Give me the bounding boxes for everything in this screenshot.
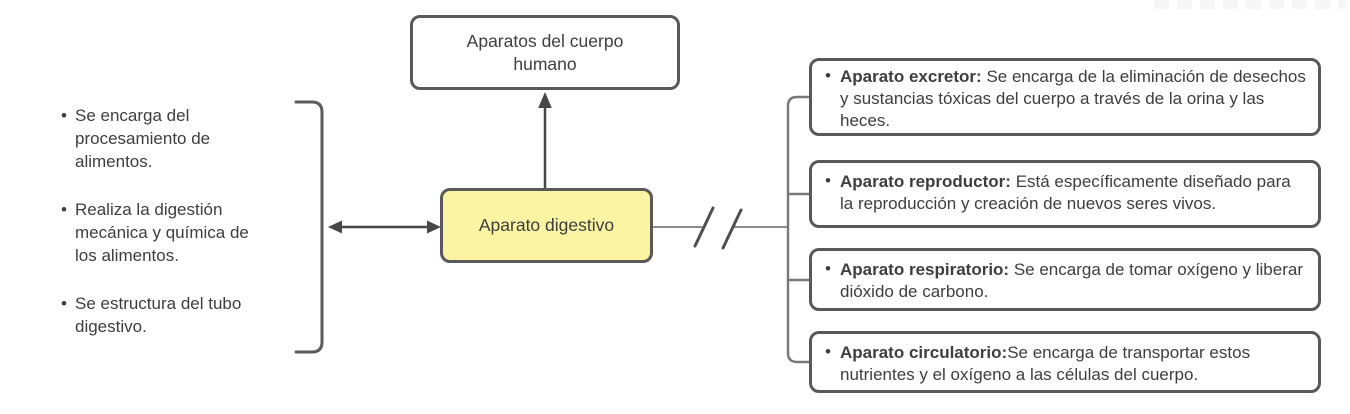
detail-box-text: Aparato reproductor: Está específicament… xyxy=(812,163,1318,217)
cropped-watermark-remnant xyxy=(1154,0,1346,9)
break-slash-icon xyxy=(693,206,715,248)
detail-box-circulatorio: Aparato circulatorio:Se encarga de trans… xyxy=(809,331,1321,393)
detail-box-excretor: Aparato excretor: Se encarga de la elimi… xyxy=(809,58,1321,136)
title-node: Aparatos del cuerpo humano xyxy=(410,15,680,90)
arrow-up-connector xyxy=(538,92,552,190)
arrowhead-up-icon xyxy=(538,92,552,108)
break-slash-icon xyxy=(721,208,743,250)
broken-line-connector xyxy=(653,206,788,250)
list-item: Se encarga del procesamiento de alimento… xyxy=(48,104,270,173)
detail-box-title: Aparato circulatorio: xyxy=(840,343,1008,362)
list-item: Se estructura del tubo digestivo. xyxy=(48,292,270,338)
arrowhead-right-icon xyxy=(427,220,441,234)
left-bracket xyxy=(294,100,324,354)
detail-box-respiratorio: Aparato respiratorio: Se encarga de toma… xyxy=(809,248,1321,311)
central-topic-label: Aparato digestivo xyxy=(478,215,615,235)
left-notes-list: Se encarga del procesamiento de alimento… xyxy=(48,104,270,363)
title-node-label: Aparatos del cuerpo humano xyxy=(466,30,624,74)
detail-box-text: Aparato excretor: Se encarga de la elimi… xyxy=(812,61,1318,134)
central-topic-node: Aparato digestivo xyxy=(440,188,653,263)
detail-box-body: Está específicamente diseñado para la re… xyxy=(840,172,1291,213)
right-tree-connector xyxy=(786,95,810,364)
detail-box-title: Aparato respiratorio: xyxy=(840,260,1010,279)
list-item: Realiza la digestión mecánica y química … xyxy=(48,198,270,267)
detail-box-body: Se encarga de tomar oxígeno y liberar di… xyxy=(840,260,1303,301)
detail-box-text: Aparato respiratorio: Se encarga de toma… xyxy=(812,251,1318,305)
detail-box-title: Aparato reproductor: xyxy=(840,172,1011,191)
detail-box-title: Aparato excretor: xyxy=(840,67,982,86)
detail-box-body: Se encarga de la eliminación de desechos… xyxy=(840,67,1306,130)
detail-box-text: Aparato circulatorio:Se encarga de trans… xyxy=(812,334,1318,388)
arrow-double-horizontal-connector xyxy=(328,220,441,234)
detail-box-body: Se encarga de transportar estos nutrient… xyxy=(840,343,1251,384)
arrowhead-left-icon xyxy=(328,220,342,234)
detail-box-reproductor: Aparato reproductor: Está específicament… xyxy=(809,160,1321,228)
